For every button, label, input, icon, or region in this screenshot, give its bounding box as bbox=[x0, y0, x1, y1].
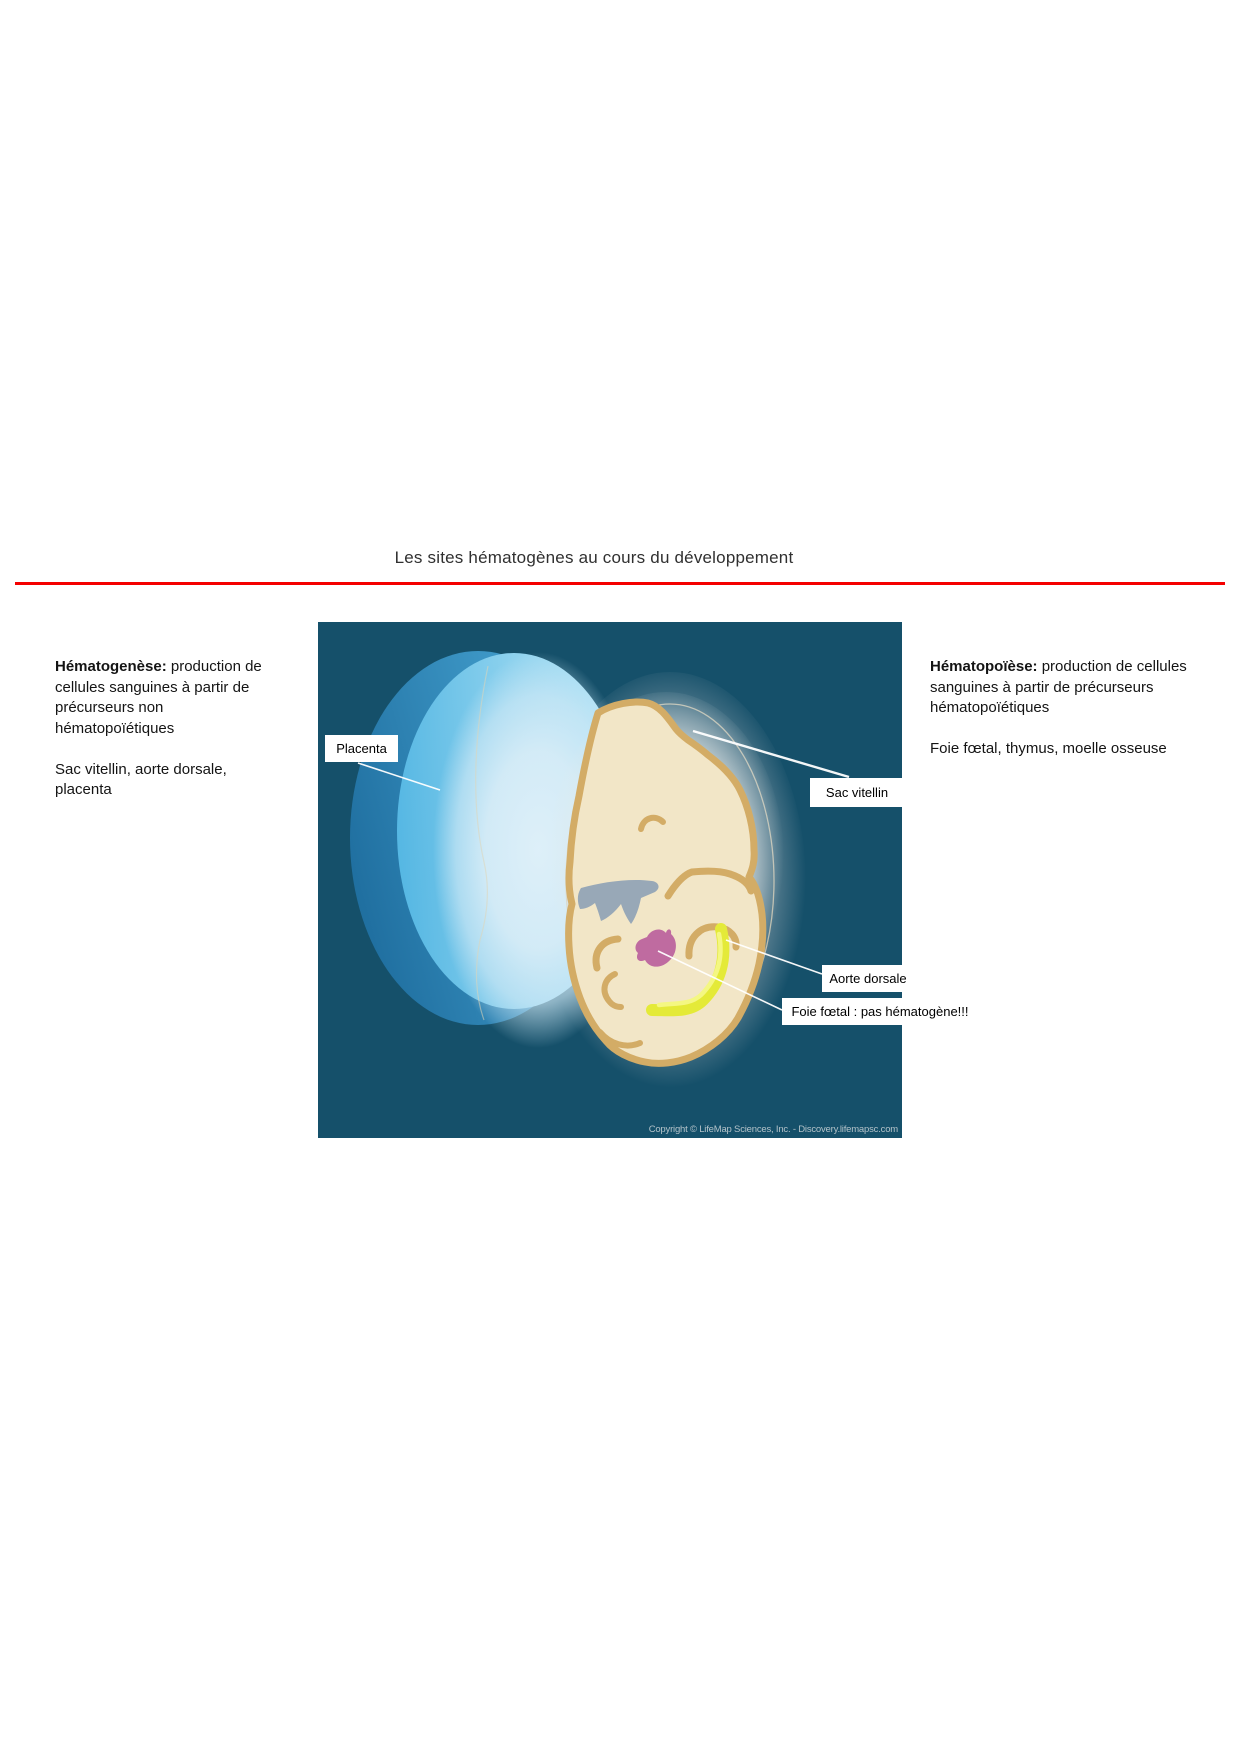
jaw-arch-curve bbox=[664, 867, 755, 900]
hematopoiese-definition: Hématopoïèse: production de cellules san… bbox=[930, 657, 1210, 760]
hematogenese-line-1: Hématogenèse: production de bbox=[55, 657, 295, 678]
hematogenese-line-2: cellules sanguines à partir de bbox=[55, 678, 250, 696]
paragraph-spacer bbox=[55, 739, 295, 760]
hematopoiese-term: Hématopoïèse: bbox=[930, 658, 1038, 675]
paragraph-spacer bbox=[930, 719, 1210, 740]
dorsal-aorta-highlight bbox=[656, 931, 723, 1008]
hematogenese-sites-line-2: placenta bbox=[55, 781, 112, 798]
tail-curl-curve bbox=[597, 1029, 643, 1049]
leg-bud-curve bbox=[601, 971, 624, 1010]
hematogenese-term: Hématogenèse: bbox=[55, 658, 167, 675]
placenta-leader-line bbox=[357, 762, 441, 791]
copyright-text: Copyright © LifeMap Sciences, Inc. - Dis… bbox=[648, 1124, 899, 1135]
hematopoiese-line-3: hématopoïétiques bbox=[930, 699, 1050, 716]
chorion-edge-line bbox=[475, 665, 489, 1021]
otic-vesicle-curve bbox=[638, 814, 666, 832]
fetal-liver-shape bbox=[635, 929, 676, 967]
title-divider-rule bbox=[15, 582, 1225, 585]
branchial-gray-region bbox=[577, 879, 659, 924]
arm-bud-curve bbox=[592, 935, 622, 972]
embryo-figure: Copyright © LifeMap Sciences, Inc. - Dis… bbox=[318, 622, 902, 1138]
hematopoiese-line-2: sanguines à partir de précurseurs bbox=[930, 678, 1154, 696]
embryo-inner-contours bbox=[592, 814, 755, 1049]
hematogenese-definition: Hématogenèse: production de cellules san… bbox=[55, 657, 295, 801]
sac-vitellin-leader-line bbox=[692, 729, 850, 779]
dorsal-aorta-shape bbox=[646, 923, 730, 1017]
hematogenese-line-1-rest: production de bbox=[170, 658, 262, 675]
aorte-dorsale-leader-line bbox=[725, 939, 823, 975]
hematogenese-line-4: hématopoïétiques bbox=[55, 719, 175, 737]
page-title: Les sites hématogènes au cours du dévelo… bbox=[394, 548, 794, 567]
hematopoiese-sites-line-1: Foie fœtal, thymus, moelle osseuse bbox=[930, 740, 1167, 757]
hematogenese-sites-line-1: Sac vitellin, aorte dorsale, bbox=[55, 760, 227, 778]
foie-foetal-leader-line bbox=[657, 950, 783, 1011]
leader-lines bbox=[357, 729, 850, 1011]
embryo-illustration bbox=[318, 622, 902, 1138]
hematopoiese-line-1: Hématopoïèse: production de cellules bbox=[930, 657, 1210, 678]
hematopoiese-line-1-rest: production de cellules bbox=[1041, 658, 1187, 675]
hematogenese-line-3: précurseurs non bbox=[55, 699, 164, 716]
